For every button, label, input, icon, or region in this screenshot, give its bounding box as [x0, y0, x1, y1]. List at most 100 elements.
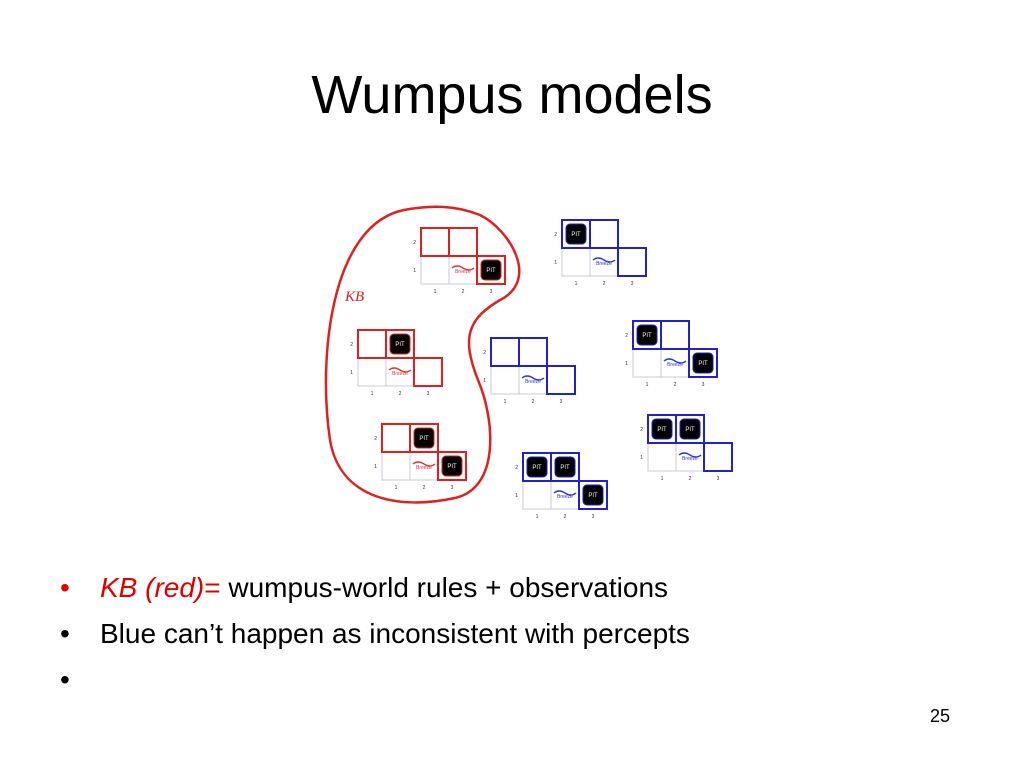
frontier-cell — [385, 329, 415, 359]
breeze-label: Breeze — [455, 269, 471, 275]
frontier-cell — [550, 452, 580, 482]
bullet-text: Blue can’t happen as inconsistent with p… — [100, 618, 690, 649]
col-label: 2 — [564, 514, 567, 520]
frontier-cell — [546, 365, 576, 395]
col-label: 1 — [646, 382, 649, 388]
breeze-label: Breeze — [525, 379, 541, 385]
pit-label: PIT — [486, 268, 496, 274]
col-label: 3 — [427, 391, 430, 397]
pit-icon — [636, 324, 658, 346]
pit-label: PIT — [532, 465, 542, 471]
kb-boundary — [324, 205, 521, 504]
grid-cell — [357, 357, 387, 387]
breeze-label: Breeze — [392, 371, 408, 377]
col-label: 3 — [592, 514, 595, 520]
col-label: 1 — [536, 514, 539, 520]
col-label: 2 — [462, 289, 465, 295]
kb-label: KB — [344, 289, 364, 305]
row-label: 1 — [640, 455, 643, 461]
pit-icon — [441, 455, 463, 477]
row-label: 1 — [350, 370, 353, 376]
row-label: 2 — [625, 333, 628, 339]
breeze-icon — [412, 461, 436, 467]
bullet-item-3: • — [60, 658, 690, 704]
model-grid: Breeze PIT PIT PIT 1 2 1 2 3 — [515, 452, 608, 520]
breeze-icon — [663, 358, 687, 364]
grid-cell — [420, 255, 450, 285]
col-label: 2 — [689, 476, 692, 482]
breeze-icon — [592, 257, 616, 263]
bullet-item-2: • Blue can’t happen as inconsistent with… — [60, 612, 690, 658]
row-label: 2 — [554, 232, 557, 238]
pit-icon — [554, 456, 576, 478]
bullet-text: wumpus-world rules + observations — [228, 572, 669, 603]
breeze-label: Breeze — [557, 494, 573, 500]
bullet-kb-term: KB (red) — [100, 572, 205, 603]
frontier-cell — [688, 348, 718, 378]
col-label: 3 — [631, 281, 634, 287]
frontier-cell — [578, 480, 608, 510]
pit-label: PIT — [685, 427, 695, 433]
pit-label: PIT — [447, 464, 457, 470]
row-label: 1 — [515, 493, 518, 499]
frontier-cell — [490, 337, 520, 367]
row-label: 2 — [515, 465, 518, 471]
slide-number: 25 — [930, 706, 951, 726]
breeze-icon — [451, 265, 475, 271]
breeze-label: Breeze — [416, 465, 432, 471]
breeze-icon — [678, 452, 702, 458]
col-label: 1 — [434, 289, 437, 295]
col-label: 1 — [661, 476, 664, 482]
col-label: 3 — [490, 289, 493, 295]
pit-icon — [480, 259, 502, 281]
frontier-cell — [617, 247, 647, 277]
frontier-cell — [357, 329, 387, 359]
col-label: 1 — [575, 281, 578, 287]
grid-cell — [561, 247, 591, 277]
frontier-cell — [660, 320, 690, 350]
row-label: 1 — [554, 260, 557, 266]
col-label: 2 — [399, 391, 402, 397]
breeze-label: Breeze — [682, 456, 698, 462]
col-label: 3 — [702, 382, 705, 388]
row-label: 1 — [374, 464, 377, 470]
frontier-cell — [413, 357, 443, 387]
bullet-list: • KB (red)= wumpus-world rules + observa… — [60, 566, 690, 704]
pit-label: PIT — [560, 465, 570, 471]
pit-label: PIT — [395, 342, 405, 348]
col-label: 3 — [451, 485, 454, 491]
col-label: 3 — [560, 399, 563, 405]
frontier-cell — [703, 442, 733, 472]
frontier-cell — [381, 423, 411, 453]
bullet-marker: • — [60, 618, 70, 649]
frontier-cell — [518, 337, 548, 367]
grid-cell — [632, 348, 662, 378]
frontier-cell — [420, 227, 450, 257]
frontier-cell — [589, 219, 619, 249]
frontier-cell — [409, 423, 439, 453]
pit-icon — [582, 484, 604, 506]
pit-icon — [413, 427, 435, 449]
frontier-cell — [675, 414, 705, 444]
breeze-icon — [388, 367, 412, 373]
frontier-cell — [437, 451, 467, 481]
pit-icon — [389, 333, 411, 355]
pit-label: PIT — [642, 333, 652, 339]
grid-cell — [522, 480, 552, 510]
pit-icon — [679, 418, 701, 440]
pit-icon — [526, 456, 548, 478]
breeze-icon — [521, 375, 545, 381]
bullet-marker: • — [60, 664, 70, 695]
bullet-marker: • — [60, 572, 70, 603]
bullet-item-1: • KB (red)= wumpus-world rules + observa… — [60, 566, 690, 612]
pit-label: PIT — [698, 361, 708, 367]
pit-label: PIT — [588, 493, 598, 499]
row-label: 2 — [374, 436, 377, 442]
grid-cell — [490, 365, 520, 395]
